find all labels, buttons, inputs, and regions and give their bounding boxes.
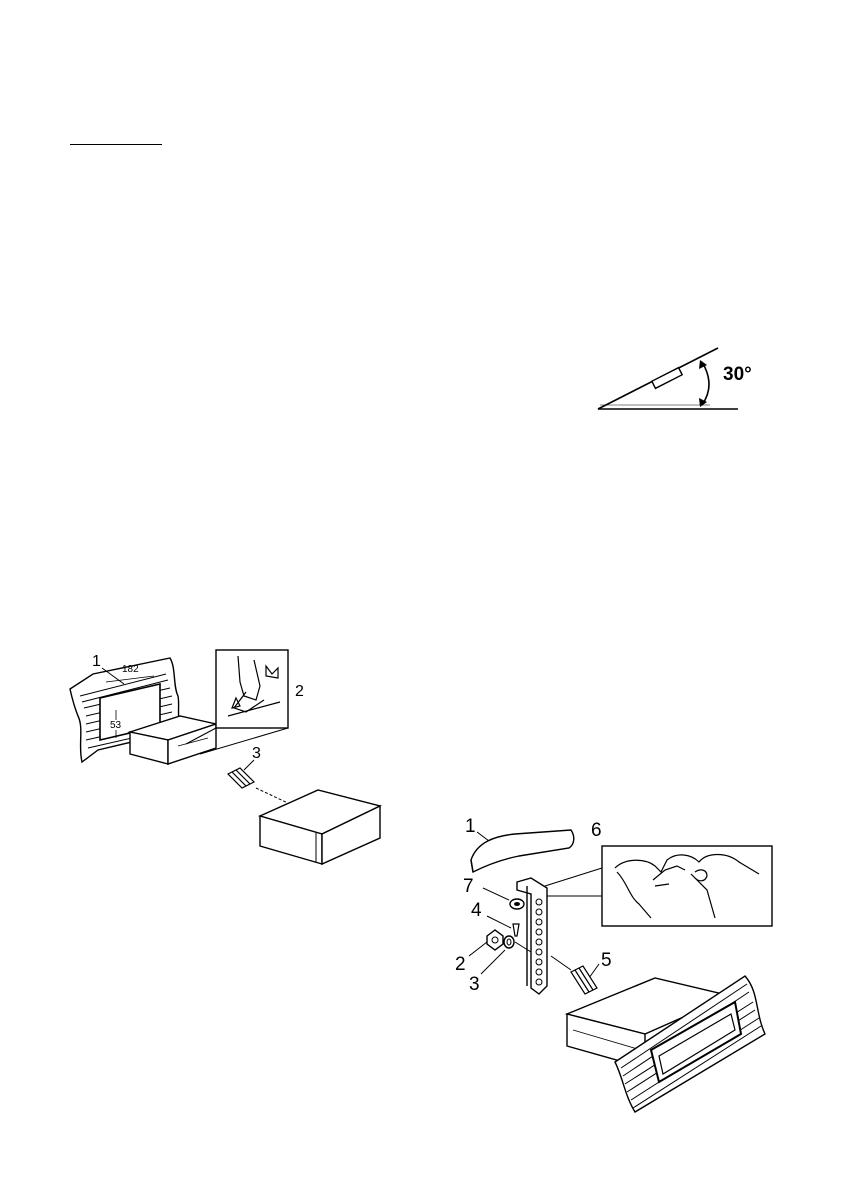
angle-label: 30°: [723, 364, 752, 385]
height-dimension: 53: [110, 720, 122, 731]
callout-2: 2: [295, 683, 304, 700]
callout-3: 3: [469, 974, 480, 995]
rear-bracket-installation-figure: 1 6 7 4 2 3 5: [455, 812, 780, 1117]
callout-4: 4: [471, 900, 482, 921]
callout-3: 3: [252, 745, 261, 762]
callout-5: 5: [601, 950, 612, 971]
callout-6: 6: [591, 820, 602, 841]
width-dimension: 182: [122, 664, 139, 675]
callout-2: 2: [455, 954, 466, 975]
mounting-angle-figure: 30°: [590, 340, 760, 420]
heading-underline: [70, 144, 162, 145]
din-sleeve-installation-figure: 182 53 1 2 3: [68, 646, 388, 876]
callout-1: 1: [465, 816, 476, 837]
callout-7: 7: [463, 876, 474, 897]
callout-1: 1: [92, 653, 101, 670]
